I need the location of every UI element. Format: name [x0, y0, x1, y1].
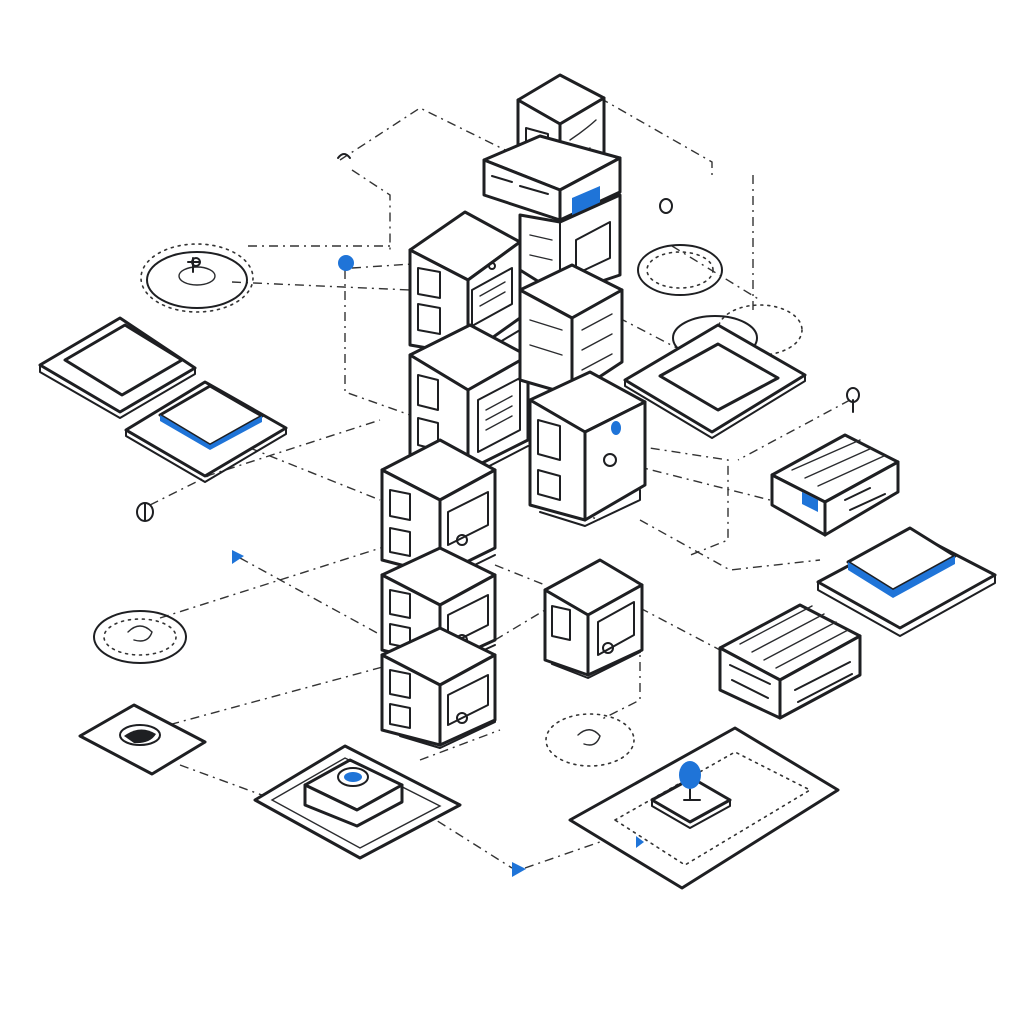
disc-icon: [545, 713, 635, 767]
location-pin-icon: [636, 836, 644, 848]
connector-node-icon: [659, 198, 673, 214]
location-pin-icon: [232, 550, 244, 564]
location-pin-icon: [512, 862, 526, 877]
connector-node-icon: [136, 502, 154, 522]
flat-panel-icon: [78, 703, 207, 776]
server-rack-icon: [482, 73, 647, 527]
flat-panel-icon: [253, 744, 462, 860]
server-rack-icon: [770, 433, 900, 537]
flat-panel-icon: [568, 726, 840, 890]
flat-panel-icon: [124, 380, 288, 483]
connector-node-icon: [337, 153, 351, 159]
flat-panel-icon: [816, 526, 997, 637]
flat-panel-icon: [623, 323, 807, 439]
server-tower-icon: [543, 558, 644, 679]
connector-node-icon: [338, 255, 354, 271]
server-rack-icon: [718, 603, 862, 720]
disc-icon: [140, 243, 254, 313]
disc-icon: [637, 244, 723, 296]
flat-panel-icon: [38, 316, 197, 419]
connector-node-icon: [846, 387, 860, 413]
location-pin-icon: [679, 761, 701, 801]
server-tower-icon: [380, 210, 530, 749]
disc-icon: [93, 610, 187, 664]
